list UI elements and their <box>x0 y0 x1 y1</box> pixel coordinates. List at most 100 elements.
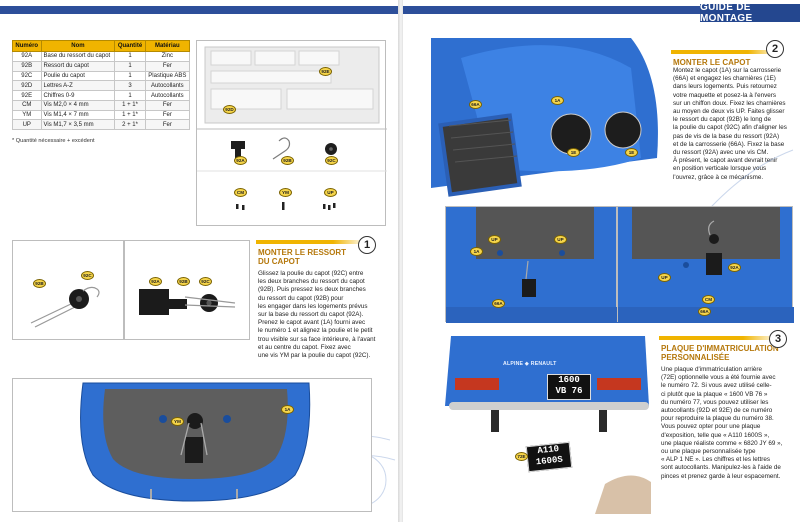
hinge-detail-art <box>446 207 618 323</box>
tag-92b: 92B <box>33 279 46 288</box>
instruction-line: pour reproduire la plaque du numéro 38. <box>661 415 774 423</box>
table-cell: Fer <box>144 99 191 111</box>
table-cell: 92D <box>12 80 42 92</box>
instruction-line: sont autocollants. Manipulez-les à l'aid… <box>661 464 781 472</box>
table-cell: Autocollants <box>144 90 191 101</box>
step2-number: 2 <box>766 40 784 58</box>
step1-photo-hood: YM 1A <box>12 378 372 512</box>
base-assembly-art <box>139 289 236 315</box>
table-cell: Lettres A-Z <box>40 80 116 92</box>
tag-66a: 66A <box>492 299 505 308</box>
hood-underside-art <box>80 382 311 502</box>
table-cell: Autocollants <box>144 80 191 92</box>
instruction-line: les deux branches du ressort du capot <box>258 278 365 286</box>
table-cell: 1 + 1* <box>114 99 146 111</box>
instruction-line: Prenez le capot avant (1A) fourni avec <box>258 319 366 327</box>
instruction-line: dans leurs logements. Puis retournez <box>673 83 777 91</box>
rear-badge: ALPINE ◆ RENAULT <box>503 361 557 367</box>
instruction-line: Vous pouvez opter pour une plaque <box>661 423 761 431</box>
instruction-line: pinces et prenez garde à leur espacement… <box>661 472 781 480</box>
instruction-line: sur la base du ressort du capot (92A). <box>258 311 364 319</box>
tag-92a: 92A <box>234 156 247 165</box>
step1-number: 1 <box>358 236 376 254</box>
instruction-line: (92B). Puis pressez les deux branches <box>258 286 366 294</box>
license-plate: 1600 VB 76 <box>547 374 591 400</box>
tag-92b: 92B <box>177 277 190 286</box>
table-cell: Poulie du capot <box>40 70 116 82</box>
col-name: Nom <box>40 40 116 52</box>
instruction-line: en position verticale lorsque vous <box>673 165 767 173</box>
tag-72e: 72E <box>515 452 528 461</box>
tag-92c: 92C <box>325 156 338 165</box>
step3-instructions: Une plaque d'immatriculation arrière(72E… <box>661 366 799 481</box>
table-cell: 1 <box>114 90 146 101</box>
table-cell: 92E <box>12 90 42 101</box>
tag-92b: 92B <box>281 156 294 165</box>
instruction-line: la poulie du capot (92C) afin d'aligner … <box>673 124 787 132</box>
tag-66a: 66A <box>469 100 482 109</box>
table-cell: Vis M1,7 × 3,5 mm <box>40 119 116 131</box>
instruction-line: et de la carrosserie (66A). Fixez la bas… <box>673 140 785 148</box>
instruction-line: le numéro 72. Si vous avez utilisé celle… <box>661 382 772 390</box>
tag-ym: YM <box>279 188 292 197</box>
tag-92a: 92A <box>149 277 162 286</box>
spring-base-detail-art <box>618 207 794 323</box>
page-gutter <box>398 0 404 522</box>
instruction-line: Glissez la poulie du capot (92C) entre <box>258 270 364 277</box>
table-cell: Fer <box>144 109 191 121</box>
tag-up: UP <box>554 235 567 244</box>
instruction-line: au moyen de deux vis UP. Faites glisser <box>673 108 785 116</box>
step2-photo-car: 66A 1A 1E 1E <box>431 38 663 200</box>
car-front-art <box>431 38 658 197</box>
tag-up: UP <box>488 235 501 244</box>
tag-up: UP <box>324 188 337 197</box>
instruction-line: trou visible sur sa face intérieure, à l… <box>258 335 376 343</box>
table-cell: Fer <box>144 60 191 72</box>
tag-92a: 92A <box>728 263 741 272</box>
instruction-line: « ALP 1 NE ». Les chiffres et les lettre… <box>661 456 770 464</box>
col-quantity: Quantité <box>114 40 146 52</box>
step2-photo-hinges: UP UP 1A 66A <box>445 206 618 323</box>
tag-1a: 1A <box>470 247 483 256</box>
col-number: Numéro <box>12 40 42 52</box>
step3-title: PLAQUE D'IMMATRICULATION PERSONNALISÉE <box>661 344 779 362</box>
table-cell: CM <box>12 99 42 111</box>
instruction-line: À présent, le capot avant devrait tenir <box>673 157 778 165</box>
plate-sticker: A110 1600S <box>525 441 573 473</box>
instruction-line: du numéro 77, vous pouvez utiliser les <box>661 398 769 406</box>
spring-pulley-art <box>30 286 100 328</box>
instruction-line: pas de vis de la base du ressort (92A) <box>673 132 780 140</box>
table-cell: YM <box>12 109 42 121</box>
right-page: GUIDE DE MONTAGE 66A 1A 1E 1E MONTER LE … <box>403 0 800 522</box>
table-cell: Ressort du capot <box>40 60 116 72</box>
parts-table-header: Numéro Nom Quantité Matériau <box>12 40 191 52</box>
tag-92e: 92E <box>319 67 332 76</box>
parts-photo-art <box>197 46 387 210</box>
instruction-line: ou une plaque personnalisée type <box>661 448 756 456</box>
step2-instructions: Montez le capot (1A) sur la carrosserie(… <box>673 67 797 182</box>
step3-photo-rear: ALPINE ◆ RENAULT 1600 VB 76 A110 1600S 7… <box>445 336 653 514</box>
instruction-line: du ressort du capot (92B) pour <box>258 294 344 302</box>
instruction-line: votre maquette et posez-la à l'envers <box>673 91 777 99</box>
instruction-line: et au centre du capot. Fixez avec <box>258 343 351 351</box>
instruction-line: (66A) et engagez les charnières (1E) <box>673 75 776 83</box>
table-cell: 1 <box>114 51 146 62</box>
tag-1e: 1E <box>625 148 638 157</box>
instruction-line: d'exposition, telle que « A110 1600S », <box>661 431 770 439</box>
step1-title: MONTER LE RESSORT DU CAPOT <box>258 248 347 266</box>
instruction-line: le numéro 1 et alignez la poulie et le p… <box>258 327 373 335</box>
tag-up: UP <box>658 273 671 282</box>
step1-accent-bar <box>256 240 366 244</box>
step3-accent-bar <box>659 336 779 340</box>
table-cell: UP <box>12 119 42 131</box>
tag-1a: 1A <box>281 405 294 414</box>
instruction-line: du ressort (92A) avec une vis CM. <box>673 149 769 157</box>
tag-1a: 1A <box>551 96 564 105</box>
step1-photo-b: 92A 92B 92C <box>124 240 250 340</box>
parts-photo: 92E 92D 92A 92B 92C CM YM UP <box>196 40 387 226</box>
